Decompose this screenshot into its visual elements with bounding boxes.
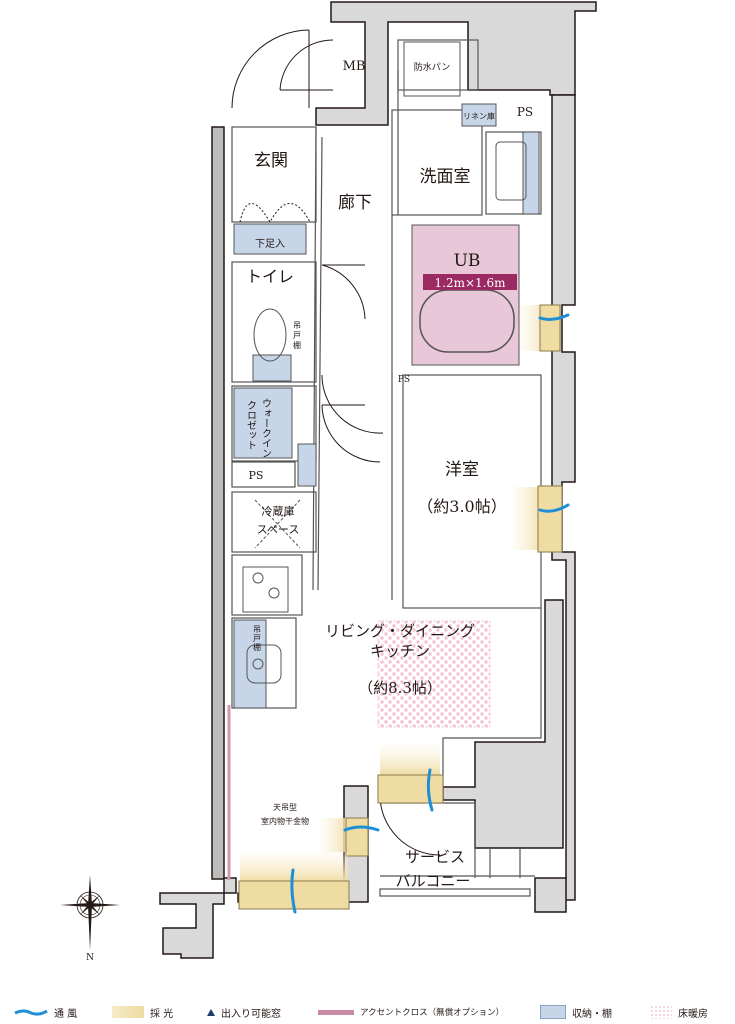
kitchen-shelf xyxy=(233,619,267,709)
label-ps-left: PS xyxy=(249,469,264,482)
label-balcony-2: バルコニー xyxy=(396,872,471,890)
label-ldk-2: キッチン xyxy=(370,642,430,660)
label-hallway: 廊下 xyxy=(338,193,372,213)
fixtures xyxy=(242,41,527,684)
legend-light: 採 光 xyxy=(112,1005,173,1020)
light-swatch-icon xyxy=(112,1006,144,1018)
svg-text:戸: 戸 xyxy=(253,634,261,643)
storage-swatch-icon xyxy=(540,1005,566,1019)
label-waterproof-pan: 防水パン xyxy=(414,61,450,73)
label-ldk-1: リビング・ダイニング xyxy=(325,622,475,640)
stove xyxy=(242,566,289,613)
label-dryer-2: 室内物干金物 xyxy=(261,816,309,826)
legend-floor-heating: 床暖房 xyxy=(650,1005,708,1020)
label-dryer-1: 天吊型 xyxy=(273,803,297,812)
accent-swatch-icon xyxy=(318,1009,354,1015)
room-labels: MB 防水パン リネン庫 PS 玄関 洗面室 廊下 下足入 UB 1.2m×1.… xyxy=(245,59,534,890)
label-ldk-size: （約8.3帖） xyxy=(358,679,442,697)
label-wic-2: クロゼット xyxy=(245,400,257,450)
compass-north-label: N xyxy=(86,953,94,963)
svg-text:戸: 戸 xyxy=(293,331,301,340)
linen-closet xyxy=(461,103,497,127)
shoe-box xyxy=(233,223,307,255)
storage-areas xyxy=(233,103,540,709)
waterproof-pan xyxy=(403,41,461,97)
toilet-bowl xyxy=(253,308,287,362)
label-ps-mid: PS xyxy=(398,375,410,385)
toilet-shelf xyxy=(252,354,292,382)
windows xyxy=(238,304,563,910)
label-mb: MB xyxy=(343,59,366,74)
compass-rose: N xyxy=(60,875,120,963)
legend-wind: 通 風 xyxy=(14,1005,77,1020)
svg-text:吊: 吊 xyxy=(253,625,261,634)
label-shoe-box: 下足入 xyxy=(255,238,285,250)
label-balcony-1: サービス xyxy=(405,848,465,866)
floor-heating-swatch-icon xyxy=(650,1005,672,1019)
legend-exit-window: 出入り可能窓 xyxy=(207,1005,281,1020)
label-ub: UB xyxy=(454,251,481,271)
floor-heating-area xyxy=(377,620,491,728)
doors xyxy=(231,29,491,856)
label-washroom: 洗面室 xyxy=(420,167,471,187)
label-wic-1: ウォークイン xyxy=(260,398,272,458)
label-ub-size: 1.2m×1.6m xyxy=(435,276,507,290)
wind-icon xyxy=(14,1009,48,1016)
label-toilet: トイレ xyxy=(246,267,294,286)
label-ps-top: PS xyxy=(517,105,533,119)
exterior-walls xyxy=(159,1,597,959)
svg-text:棚: 棚 xyxy=(253,642,261,652)
label-fridge-1: 冷蔵庫 xyxy=(262,504,295,518)
svg-text:吊: 吊 xyxy=(293,321,301,330)
sink xyxy=(246,644,282,684)
triangle-icon xyxy=(207,1008,215,1016)
legend-storage: 収納・棚 xyxy=(540,1005,612,1020)
unit-bath xyxy=(411,224,520,366)
legend-accent: アクセントクロス（無償オプション） xyxy=(318,1006,504,1018)
partitions xyxy=(231,39,542,897)
legend: 通 風 採 光 出入り可能窓 アクセントクロス（無償オプション） 収納・棚 床暖… xyxy=(0,1000,735,1024)
floor-plan: MB 防水パン リネン庫 PS 玄関 洗面室 廊下 下足入 UB 1.2m×1.… xyxy=(60,1,597,963)
label-fridge-2: スペース xyxy=(257,523,300,536)
label-entrance: 玄関 xyxy=(254,151,288,171)
label-western-size: （約3.0帖） xyxy=(417,497,506,516)
svg-text:棚: 棚 xyxy=(293,340,301,350)
label-linen: リネン庫 xyxy=(463,111,495,121)
label-western-room: 洋室 xyxy=(445,460,479,480)
walk-in-closet xyxy=(233,387,293,459)
ventilation-arrows xyxy=(290,313,570,914)
